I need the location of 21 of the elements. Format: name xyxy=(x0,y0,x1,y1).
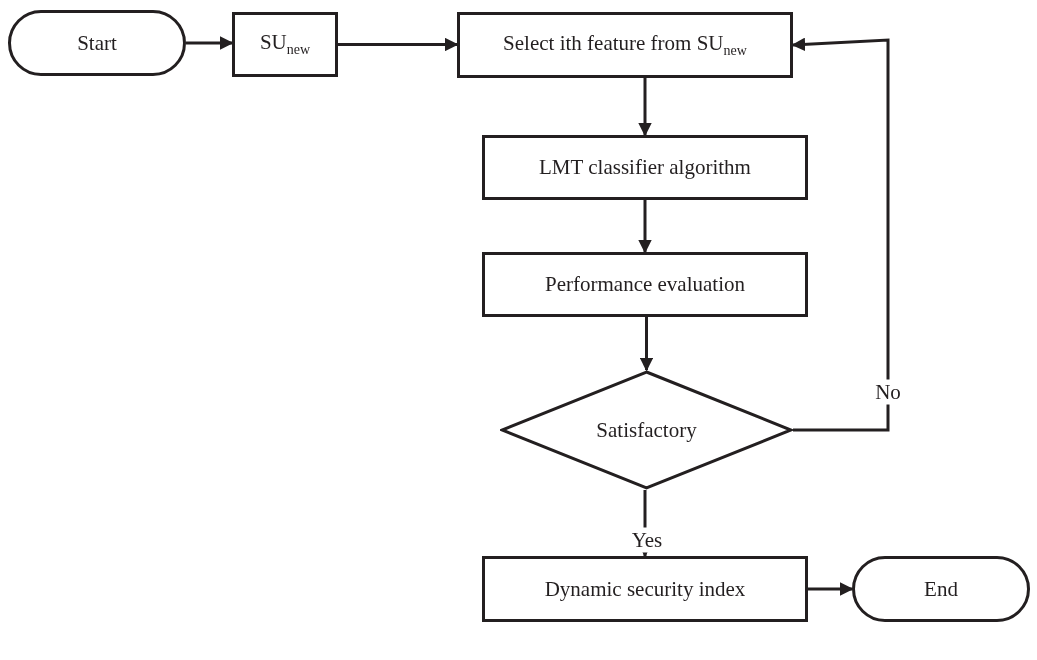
arrow xyxy=(791,37,890,432)
arrow xyxy=(638,200,652,254)
arrow xyxy=(186,36,234,50)
node-label: Dynamic security index xyxy=(544,576,746,602)
arrow xyxy=(338,37,459,52)
process-box xyxy=(482,135,808,200)
arrow xyxy=(808,582,854,596)
node-label: SU$_{new}$ xyxy=(259,30,311,59)
process-box xyxy=(457,12,793,78)
process-box xyxy=(482,252,808,317)
node-label: Performance evaluation xyxy=(545,272,745,297)
node-label: Start xyxy=(77,30,117,56)
arrow xyxy=(638,78,652,137)
arrow xyxy=(639,317,654,372)
node-label: LMT classifier algorithm xyxy=(539,155,751,180)
process-box xyxy=(232,12,338,77)
node-label: Select ith feature from SU$_{new}$ xyxy=(503,30,747,60)
decision-diamond xyxy=(500,370,793,490)
process-box xyxy=(482,556,808,622)
node-label: Satisfactory xyxy=(596,417,697,443)
node-label: End xyxy=(924,576,958,602)
